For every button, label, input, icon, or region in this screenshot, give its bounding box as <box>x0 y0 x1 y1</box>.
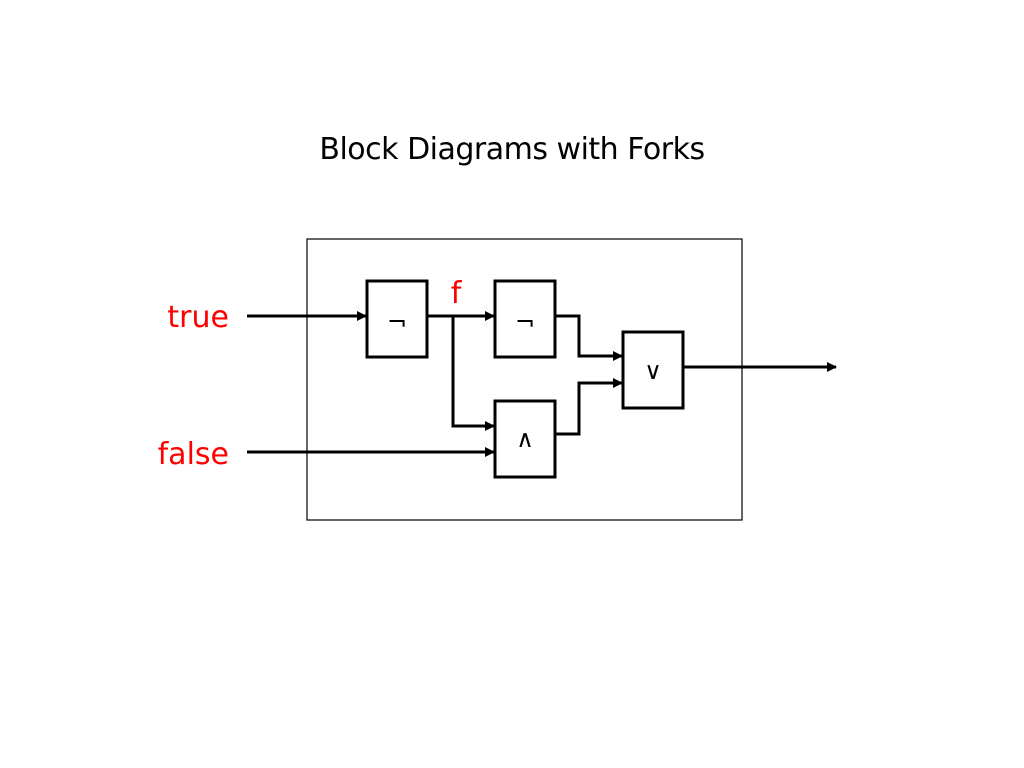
not-symbol-1: ¬ <box>387 308 407 336</box>
slide-title: Block Diagrams with Forks <box>319 132 705 167</box>
or-gate: ∨ <box>621 330 685 410</box>
not-gate-2: ¬ <box>493 279 557 359</box>
not-symbol-2: ¬ <box>515 308 535 336</box>
not-gate-1: ¬ <box>365 279 429 359</box>
and-gate: ∧ <box>493 399 557 479</box>
wire-fork-to-and <box>451 316 495 431</box>
input-label-false: false <box>158 437 229 472</box>
and-symbol: ∧ <box>516 425 534 453</box>
wire-and-to-or <box>555 378 623 436</box>
wire-not2-to-or <box>555 314 623 361</box>
input-label-true: true <box>167 300 229 335</box>
diagram-frame <box>306 238 743 521</box>
fork-label: f <box>451 276 463 311</box>
or-symbol: ∨ <box>644 357 662 385</box>
